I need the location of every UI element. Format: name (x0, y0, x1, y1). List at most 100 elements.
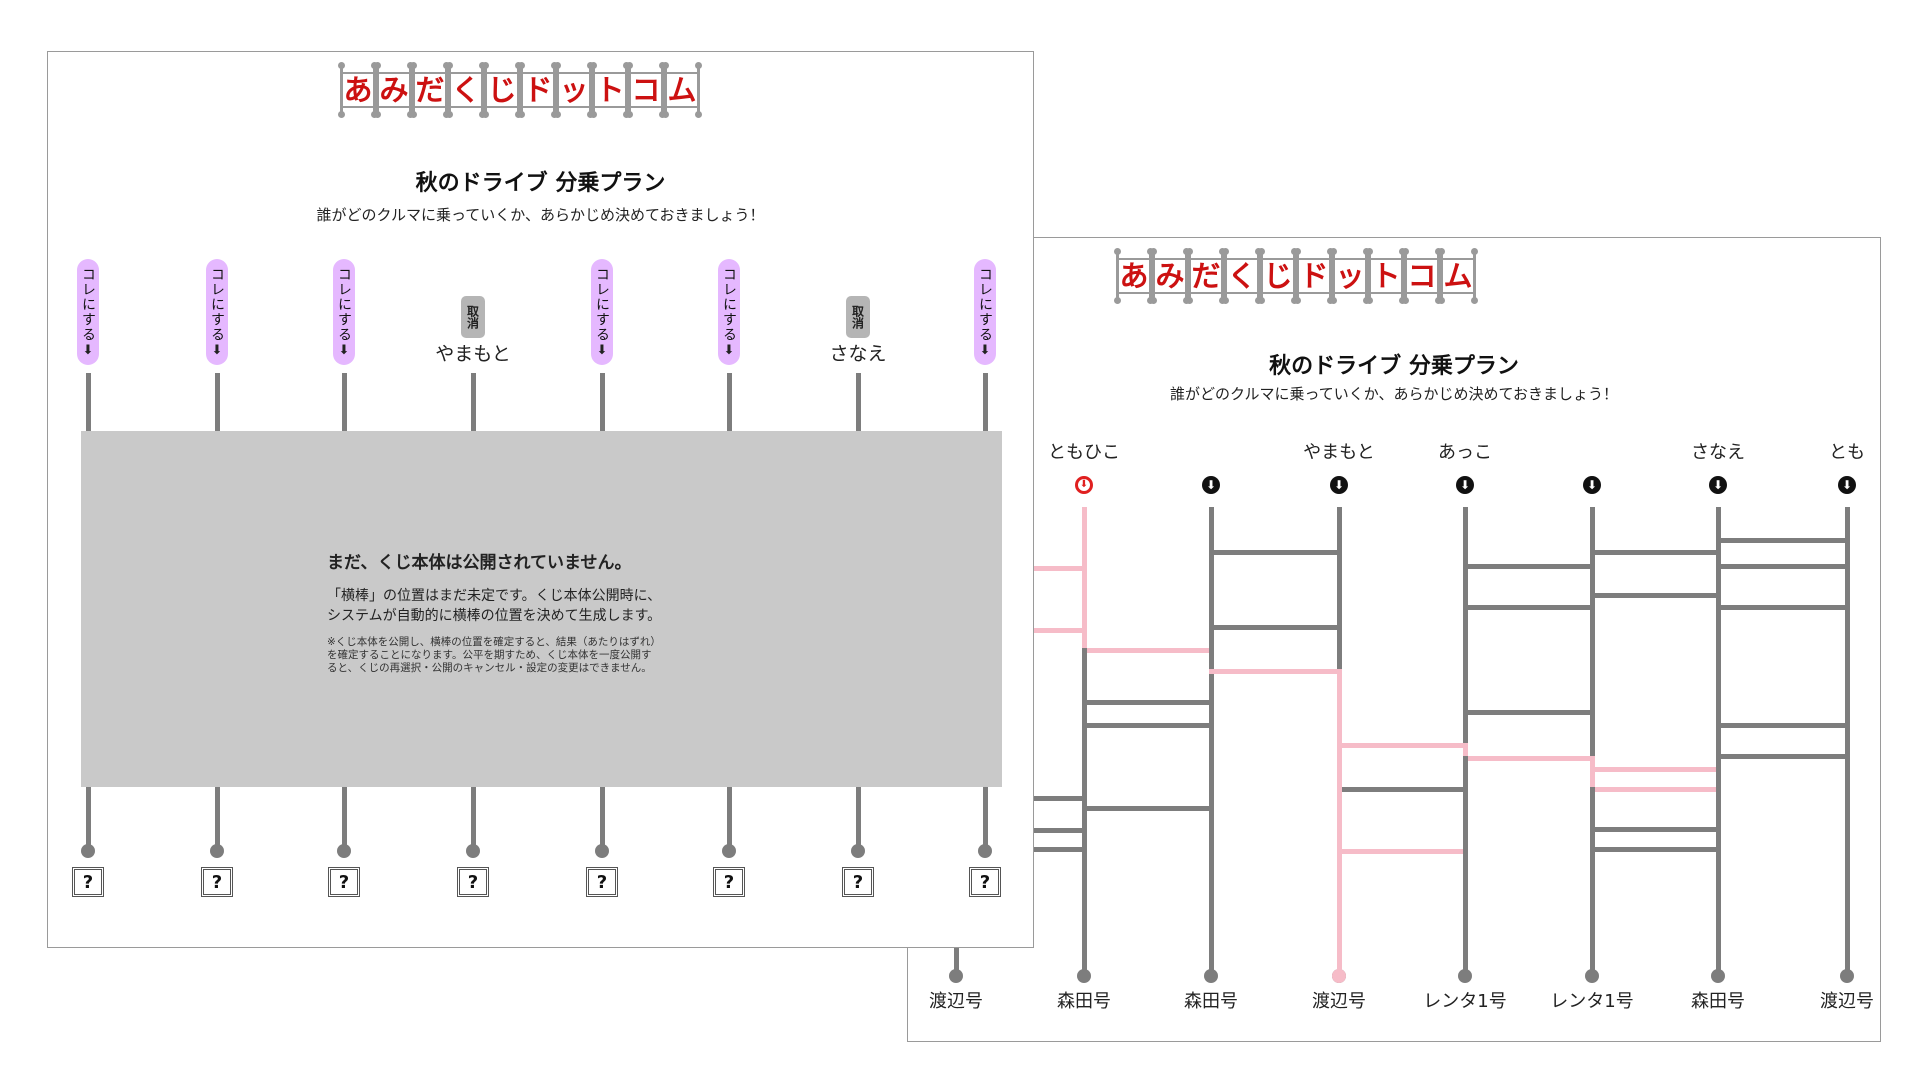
logo-pin (446, 62, 453, 69)
ladder-rung (1595, 787, 1716, 792)
logo-pin (374, 111, 381, 118)
result-label: 渡辺号 (929, 991, 983, 1012)
traced-path (1590, 756, 1595, 787)
pick-button[interactable]: コレにする⬇ (974, 259, 996, 365)
logo-pin (1402, 248, 1409, 255)
logo-letter-tile: ド (1294, 248, 1334, 304)
logo-letter: く (451, 72, 481, 107)
ladder-rung (1342, 743, 1463, 748)
logo-letter-tile: じ (482, 62, 522, 118)
ladder-rung (1468, 564, 1590, 569)
logo-letter: ド (523, 72, 553, 107)
ladder-end-dot (1077, 969, 1091, 983)
logo-pin (590, 111, 597, 118)
traced-path (1337, 669, 1342, 743)
logo-pin (1438, 297, 1445, 304)
logo-pin (1438, 248, 1445, 255)
cancel-button-label: 取消 (850, 305, 865, 329)
ladder-vertical-top (86, 373, 91, 431)
logo-pin (695, 62, 702, 69)
logo-letter: あ (343, 72, 373, 107)
down-arrow-icon[interactable]: ⬇ (1709, 476, 1727, 494)
ladder-rung (1087, 806, 1209, 811)
pick-button[interactable]: コレにする⬇ (718, 259, 740, 365)
logo-letter: じ (1263, 258, 1293, 293)
ladder-end-dot (81, 844, 95, 858)
unrevealed-card: あみだくじドットコム 秋のドライブ 分乗プラン 誰がどのクルマに乗っていくか、あ… (47, 51, 1034, 948)
logo-pin (1366, 248, 1373, 255)
logo-pin (482, 62, 489, 69)
ladder-end-dot (210, 844, 224, 858)
logo-pin (410, 111, 417, 118)
cancel-button[interactable]: 取消 (461, 296, 485, 338)
ladder-vertical-bottom (86, 787, 91, 851)
logo-letter: ト (1371, 258, 1401, 293)
down-arrow-icon[interactable]: ⬇ (1075, 476, 1093, 494)
ladder-rung (1721, 605, 1845, 610)
hidden-result-box[interactable]: ? (713, 867, 745, 897)
down-arrow-icon: ⬇ (338, 343, 350, 358)
ladder-rung (1721, 723, 1845, 728)
result-label: レンタ1号 (1423, 991, 1507, 1012)
cancel-button-label: 取消 (465, 305, 480, 329)
amidakuji-logo: あみだくじドットコム (338, 62, 702, 118)
pick-button[interactable]: コレにする⬇ (77, 259, 99, 365)
down-arrow-icon[interactable]: ⬇ (1202, 476, 1220, 494)
logo-pin (695, 111, 702, 118)
logo-letter-tile: コ (626, 62, 666, 118)
ladder-rung (1342, 787, 1463, 792)
down-arrow-icon[interactable]: ⬇ (1838, 476, 1856, 494)
logo-letter-tile: あ (338, 62, 378, 118)
logo-pin (518, 111, 525, 118)
ladder-rung (1595, 593, 1716, 598)
down-arrow-icon: ⬇ (723, 343, 735, 358)
not-public-body: 「横棒」の位置はまだ未定です。くじ本体公開時に、 システムが自動的に横棒の位置を… (327, 588, 662, 624)
logo-pin (1150, 297, 1157, 304)
ladder-end-dot (595, 844, 609, 858)
not-public-headline: まだ、くじ本体は公開されていません。 (327, 553, 632, 573)
hidden-result-box[interactable]: ? (586, 867, 618, 897)
hidden-result-box[interactable]: ? (72, 867, 104, 897)
ladder-vertical (1590, 507, 1595, 975)
pick-button[interactable]: コレにする⬇ (333, 259, 355, 365)
logo-pin (1294, 248, 1301, 255)
down-arrow-icon: ⬇ (82, 343, 94, 358)
pick-button-label: コレにする (80, 267, 96, 342)
logo-letter-tile: み (374, 62, 414, 118)
logo-letter-tile: ッ (554, 62, 594, 118)
hidden-result-box[interactable]: ? (328, 867, 360, 897)
ladder-rung (1721, 538, 1845, 543)
participant-name: ともひこ (1048, 442, 1120, 463)
down-arrow-icon[interactable]: ⬇ (1330, 476, 1348, 494)
logo-letter-tile: ト (590, 62, 630, 118)
logo-pin (554, 111, 561, 118)
pick-button-label: コレにする (336, 267, 352, 342)
hidden-result-box[interactable]: ? (842, 867, 874, 897)
ladder-vertical-top (727, 373, 732, 431)
logo-pin (1222, 248, 1229, 255)
ladder-vertical-top (342, 373, 347, 431)
logo-pin (626, 111, 633, 118)
result-card: あみだくじドットコム 秋のドライブ 分乗プラン 誰がどのクルマに乗っていくか、あ… (907, 237, 1881, 1042)
down-arrow-icon[interactable]: ⬇ (1583, 476, 1601, 494)
ladder-end-dot (1585, 969, 1599, 983)
logo-pin (338, 111, 345, 118)
pick-button[interactable]: コレにする⬇ (591, 259, 613, 365)
ladder-rung (1595, 827, 1716, 832)
hidden-result-box[interactable]: ? (457, 867, 489, 897)
hidden-result-box[interactable]: ? (201, 867, 233, 897)
ladder-vertical-bottom (727, 787, 732, 851)
pick-button[interactable]: コレにする⬇ (206, 259, 228, 365)
logo-pin (1258, 297, 1265, 304)
cancel-button[interactable]: 取消 (846, 296, 870, 338)
ladder-rung (1214, 550, 1337, 555)
down-arrow-icon[interactable]: ⬇ (1456, 476, 1474, 494)
logo-pin (1186, 297, 1193, 304)
ladder-end-dot (337, 844, 351, 858)
logo-pin (662, 111, 669, 118)
logo-pin (338, 62, 345, 69)
hidden-result-box[interactable]: ? (969, 867, 1001, 897)
pick-button-label: コレにする (594, 267, 610, 342)
logo-letter-tile: あ (1114, 248, 1154, 304)
ladder-rung (1468, 605, 1590, 610)
